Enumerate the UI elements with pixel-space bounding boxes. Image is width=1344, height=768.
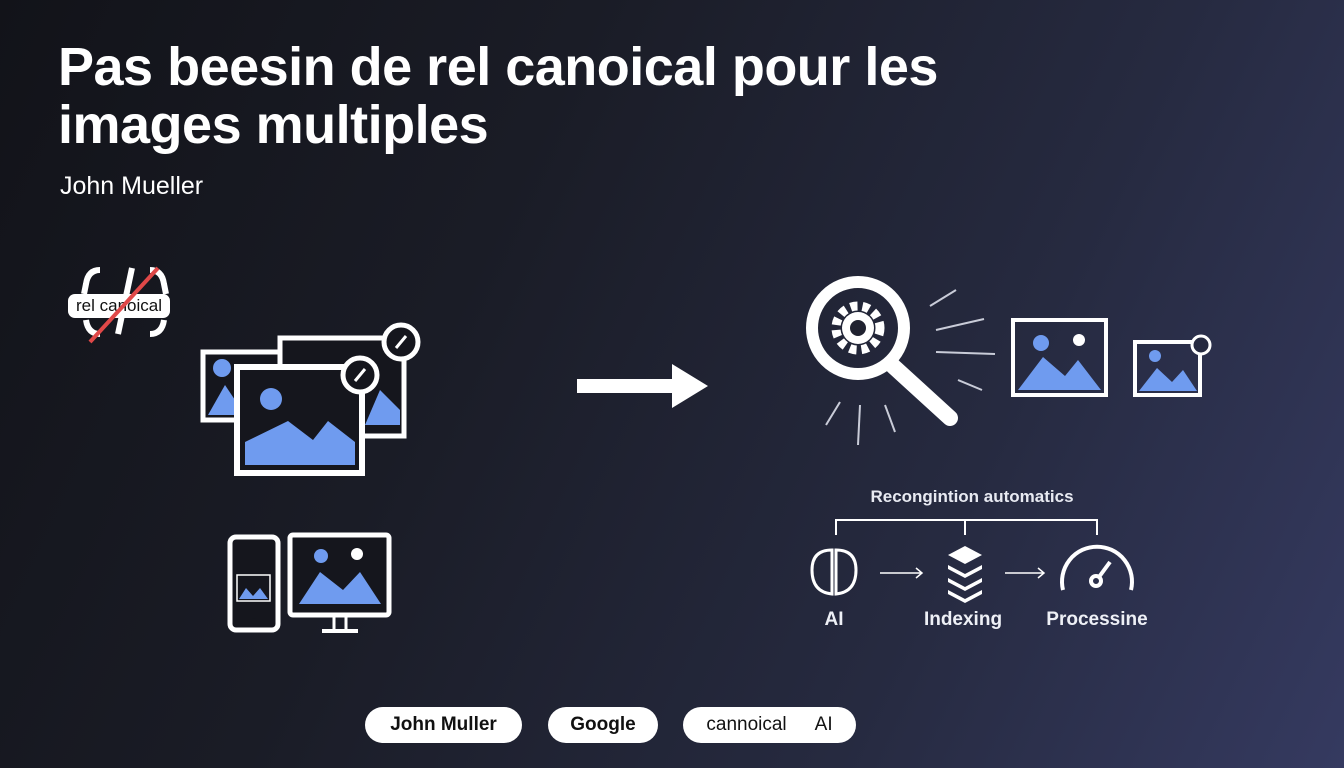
step-label-indexing: Indexing [923, 609, 1003, 630]
step-label-ai: AI [824, 609, 844, 630]
brain-icon [810, 548, 858, 596]
ray-arrows [825, 289, 996, 446]
pill-label: cannoical [706, 714, 787, 735]
responsive-devices-icon [227, 532, 392, 633]
layers-icon [948, 546, 982, 603]
diagram-heading: Recongintion automatics [870, 487, 1074, 506]
tag-pill-canonical-ai[interactable]: cannoical AI [683, 707, 856, 743]
pill-label: Google [570, 714, 636, 735]
gauge-icon [1060, 544, 1134, 591]
step-label-processing: Processine [1046, 609, 1148, 630]
rel-canonical-tag: rel canoical [68, 294, 170, 318]
author: John Mueller [60, 172, 204, 200]
page-title: Pas beesin de rel canoical pour les imag… [58, 37, 938, 155]
image-large-icon [1011, 318, 1108, 397]
arrow-right-icon [577, 364, 708, 408]
tag-pill-google[interactable]: Google [548, 707, 658, 743]
magnifier-gear-icon [806, 276, 958, 426]
image-small-icon [1133, 334, 1212, 397]
multiple-images-icon [200, 322, 421, 476]
pill-label: AI [814, 714, 833, 735]
tag-pill-john-muller[interactable]: John Muller [365, 707, 522, 743]
pill-label: John Muller [390, 714, 497, 735]
